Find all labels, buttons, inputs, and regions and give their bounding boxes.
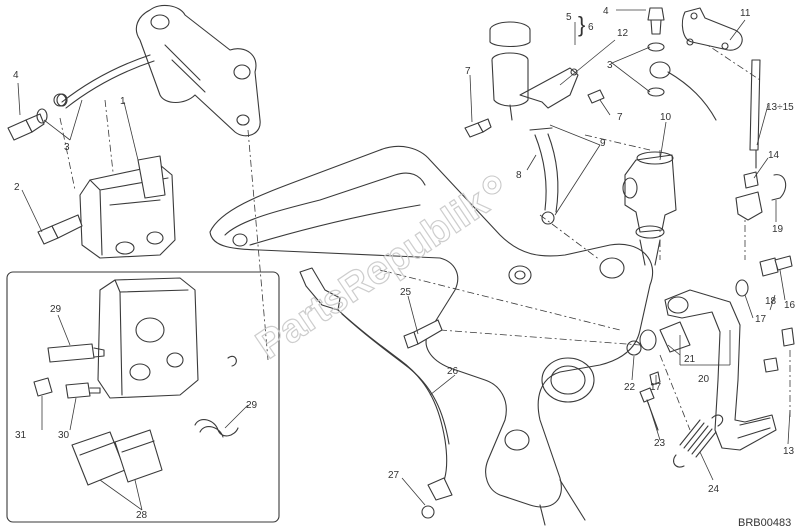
callout-20: 20	[698, 374, 710, 385]
callout-1: 1	[120, 96, 126, 107]
inset-pin	[47, 343, 105, 363]
callout-11: 11	[740, 8, 751, 19]
master-cylinder-pushrod	[735, 59, 787, 221]
watermark-gear-icon	[482, 175, 502, 195]
callout-18: 18	[765, 296, 777, 307]
brake-light-switch-cable	[299, 267, 453, 519]
inset-bleed-screw	[65, 382, 101, 399]
callout-29-right: 29	[246, 400, 258, 411]
inset-caliper-detail	[6, 271, 280, 523]
callout-2: 2	[14, 182, 20, 193]
callout-14: 14	[768, 150, 780, 161]
callout-3-left: 3	[64, 142, 70, 153]
brake-caliper	[79, 155, 176, 259]
hose-guide-plate	[681, 7, 743, 51]
bolt-2-left	[37, 214, 83, 245]
pedal-small-fasteners	[639, 357, 779, 431]
bolt-4-left	[7, 113, 45, 141]
inset-clip-spring	[194, 355, 239, 438]
callout-brace: }	[578, 12, 585, 37]
callout-5: 5	[566, 12, 572, 23]
callout-4-left: 4	[13, 70, 19, 81]
callout-7-left: 7	[465, 66, 471, 77]
callout-12: 12	[617, 28, 629, 39]
callout-6: 6	[588, 22, 594, 33]
callout-26: 26	[447, 366, 459, 377]
pedal-bushings	[626, 321, 691, 356]
callout-7-right: 7	[617, 112, 623, 123]
bolt-25	[403, 319, 443, 349]
reservoir-bolts	[464, 89, 605, 138]
callout-24: 24	[708, 484, 720, 495]
caliper-brake-hose	[53, 54, 155, 109]
callout-30: 30	[58, 430, 70, 441]
leader-lines	[17, 9, 791, 511]
brake-fluid-reservoir	[489, 21, 531, 121]
swingarm-frame	[209, 145, 654, 526]
callout-19: 19	[772, 224, 784, 235]
callout-23: 23	[654, 438, 666, 449]
callout-8: 8	[516, 170, 522, 181]
callout-22: 22	[624, 382, 636, 393]
pedal-return-spring	[673, 414, 724, 468]
callout-31: 31	[15, 430, 27, 441]
callout-17-right: 17	[755, 314, 767, 325]
callout-3-right: 3	[607, 60, 613, 71]
callout-25: 25	[400, 287, 412, 298]
callout-28: 28	[136, 510, 148, 521]
callout-labels: 1 2 3 4 5 } 6 4 3 7 7 12 11 8 9 10 13÷15…	[13, 6, 796, 521]
inset-bleed-cap	[33, 377, 53, 397]
callout-17-center: 17	[650, 382, 662, 393]
rear-brake-pedal	[664, 289, 777, 451]
callout-13-bottom: 13	[783, 446, 795, 457]
callout-13-15: 13÷15	[766, 102, 794, 113]
reservoir-hose	[529, 127, 559, 225]
callout-9: 9	[600, 138, 606, 149]
callout-21: 21	[684, 354, 696, 365]
caliper-bolts	[7, 93, 83, 245]
banjo-bolt-right	[647, 7, 717, 121]
caliper-bracket	[135, 4, 261, 137]
diagram-code: BRB00483	[738, 517, 791, 529]
inset-brake-pads	[71, 429, 163, 486]
callout-4-right: 4	[603, 6, 609, 17]
callout-10: 10	[660, 112, 672, 123]
inset-caliper-body	[97, 277, 199, 399]
callout-27: 27	[388, 470, 400, 481]
callout-29-left: 29	[50, 304, 62, 315]
callout-16: 16	[784, 300, 796, 311]
reservoir-bracket	[519, 67, 579, 109]
rear-master-cylinder	[622, 151, 677, 266]
pedal-pivot-bolt	[735, 255, 795, 347]
